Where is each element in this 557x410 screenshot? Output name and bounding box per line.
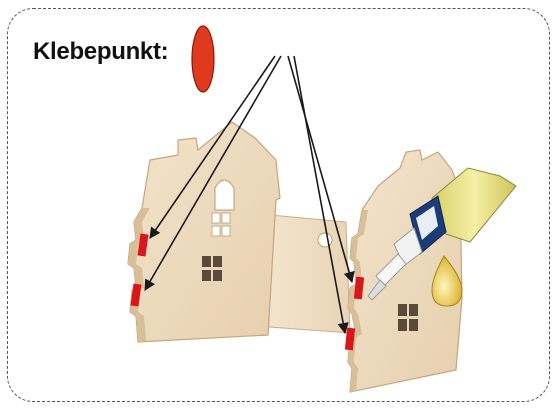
- glue-drop-icon: [191, 25, 215, 93]
- glue-tube-icon: [367, 167, 517, 301]
- glue-point: [130, 283, 142, 307]
- yellow-glue-drop-icon: [431, 255, 463, 307]
- glue-point: [137, 233, 149, 257]
- dashed-frame: [7, 8, 550, 402]
- pointer-arrows: [144, 55, 355, 335]
- legend-title: Klebepunkt:: [33, 38, 169, 65]
- glue-point: [353, 276, 365, 300]
- left-house-wall: [127, 121, 281, 343]
